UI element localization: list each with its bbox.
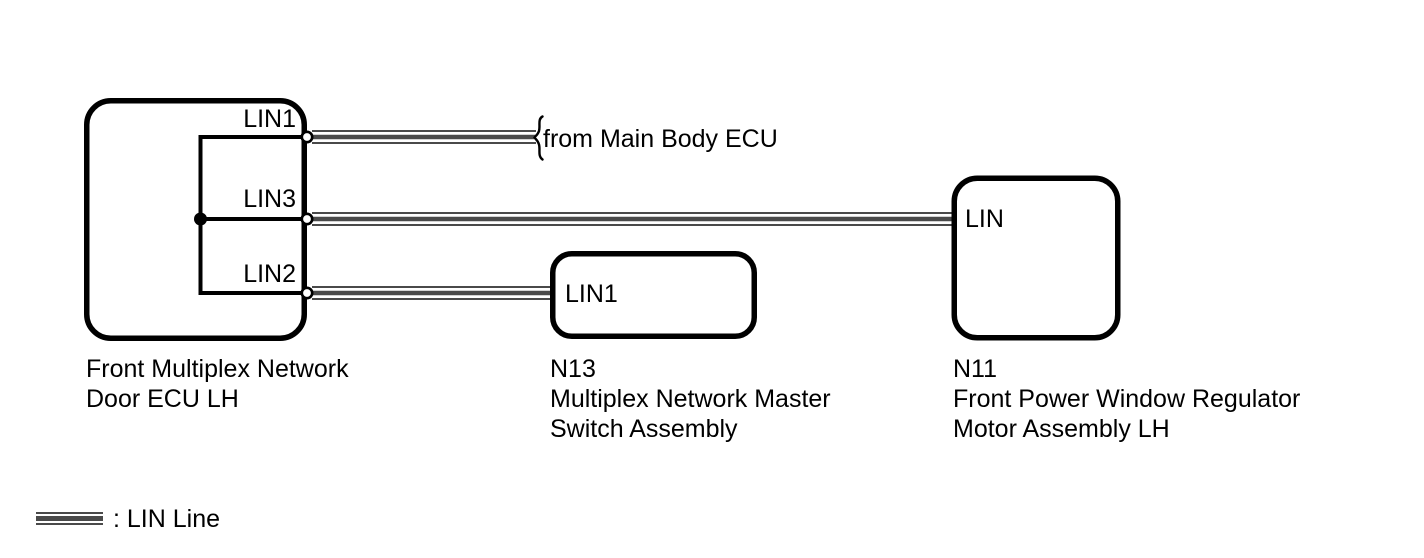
legend-lin-line-label: : LIN Line: [113, 505, 221, 533]
window-motor-caption-line2: Front Power Window Regulator: [953, 385, 1301, 413]
master-switch-pin-lin1-label: LIN1: [565, 280, 618, 308]
door-ecu-caption: Front Multiplex Network Door ECU LH: [86, 354, 349, 414]
door-ecu-caption-line1: Front Multiplex Network: [86, 355, 349, 383]
lin2-connector-circle: [300, 286, 314, 300]
legend-lin-line-symbol: [36, 512, 103, 525]
lin3-connector-circle: [300, 212, 314, 226]
master-switch-box: [550, 251, 757, 339]
wire-continuation-brace-icon: [533, 115, 544, 161]
door-ecu-pin-lin2-label: LIN2: [243, 260, 296, 288]
door-ecu-caption-line2: Door ECU LH: [86, 385, 239, 413]
lin1-connector-circle: [300, 130, 314, 144]
connector-circles: [300, 130, 314, 300]
door-ecu-pin-lin3-label: LIN3: [243, 185, 296, 213]
master-switch-caption-line2: Multiplex Network Master: [550, 385, 831, 413]
window-motor-pin-lin-label: LIN: [965, 205, 1004, 233]
door-ecu-pin-lin1-label: LIN1: [243, 105, 296, 133]
lin2-wire: [312, 286, 552, 300]
junction-dot: [194, 212, 207, 226]
window-motor-box: [951, 175, 1121, 341]
lin3-wire: [312, 212, 953, 226]
master-switch-caption-line1: N13: [550, 355, 596, 383]
window-motor-caption-line3: Motor Assembly LH: [953, 415, 1170, 443]
window-motor-caption: N11 Front Power Window Regulator Motor A…: [953, 354, 1300, 444]
from-main-body-ecu-label: from Main Body ECU: [543, 125, 778, 153]
window-motor-caption-line1: N11: [953, 355, 998, 383]
lin1-wire: [312, 130, 536, 144]
master-switch-caption-line3: Switch Assembly: [550, 415, 738, 443]
master-switch-caption: N13 Multiplex Network Master Switch Asse…: [550, 354, 831, 444]
